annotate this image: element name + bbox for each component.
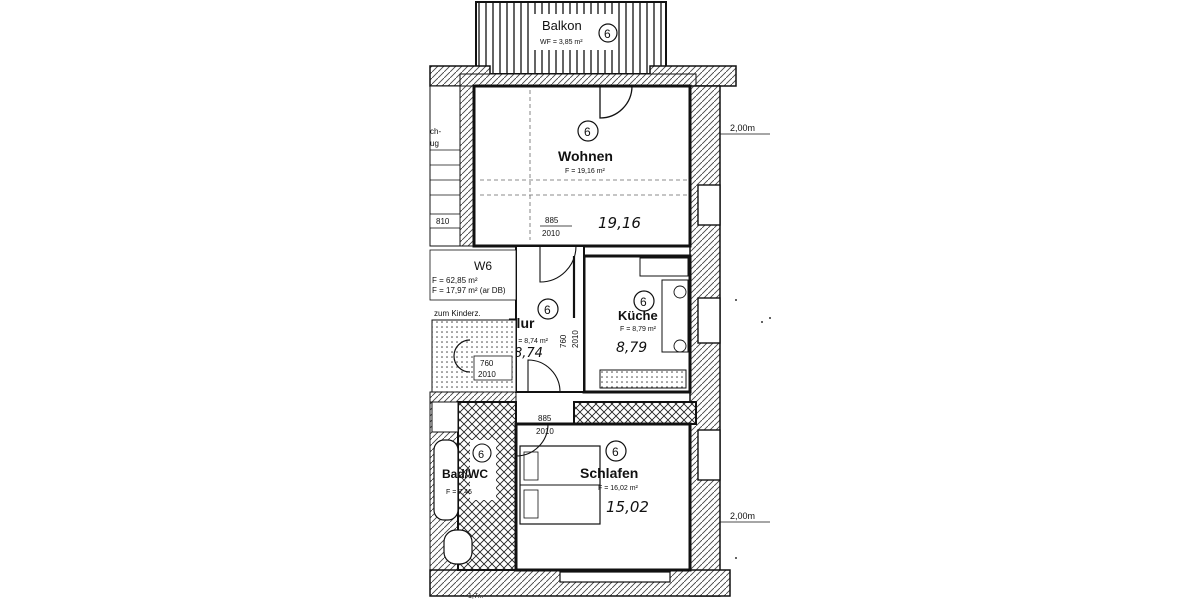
level-markers: 2,00m 2,00m (720, 123, 771, 559)
level-upper: 2,00m (730, 123, 755, 133)
door-flur-top (539, 245, 577, 283)
kueche-number: 6 (640, 295, 647, 309)
kueche-door-width: 760 (559, 334, 568, 348)
wohnen-area: F = 19,16 m² (565, 168, 606, 175)
stair-text-2: ug (430, 139, 439, 148)
wohnen-number: 6 (584, 125, 591, 139)
room-schlafen: 885 2010 6 Schlafen F = 16,02 m² 15,02 (514, 414, 692, 572)
bottom-cut-label: ~ 1,7... (462, 593, 484, 600)
door-schlafen (515, 423, 549, 457)
schlafen-area: F = 16,02 m² (598, 485, 639, 492)
window-kueche (697, 297, 721, 344)
room-flur: 6 Flur F = 8,74 m² 8,74 760 2010 2010 (501, 245, 585, 393)
stair-door-width: 760 (480, 359, 494, 368)
stair-area: 810 ch- ug W6 F = 62,85 m² F = 17,97 m² … (429, 85, 517, 393)
door-balcony (599, 85, 633, 119)
kueche-counter (661, 279, 689, 353)
balcony-area: WF = 3,85 m² (540, 39, 583, 46)
kueche-handwritten-area: 8,79 (616, 340, 647, 356)
kueche-area: F = 8,79 m² (620, 326, 657, 333)
kueche-name: Küche (618, 308, 658, 323)
room-wohnen: 6 Wohnen F = 19,16 m² 19,16 885 2010 (472, 84, 692, 248)
kueche-cabinet-top (639, 257, 689, 277)
wohnen-handwritten-area: 19,16 (598, 214, 641, 232)
schlafen-door-width: 885 (538, 414, 552, 423)
schlafen-number-circle (605, 440, 627, 462)
stair-text-1: ch- (430, 127, 441, 136)
schlafen-name: Schlafen (580, 465, 638, 481)
schlafen-handwritten-area: 15,02 (606, 498, 649, 516)
w6-area-1: F = 62,85 m² (432, 276, 478, 285)
window-schlafen (697, 429, 721, 481)
wardrobe-row (573, 401, 697, 425)
kueche-number-circle (633, 290, 655, 312)
bad-number-circle (472, 443, 492, 463)
schlafen-door-height: 2010 (536, 427, 554, 436)
room-bad: 6 Bad/WC F = 7,46 (431, 401, 517, 571)
window-schlafen-bottom (559, 571, 671, 583)
flur-number: 6 (544, 303, 551, 317)
door-flur-bottom (527, 359, 561, 393)
room-kueche: 6 Küche F = 8,79 m² 8,79 (582, 254, 692, 394)
stair-dim: 810 (436, 217, 450, 226)
bad-toilet (443, 529, 473, 565)
bad-number: 6 (478, 449, 484, 461)
bad-area: F = 7,46 (446, 489, 472, 496)
wohnen-door-height: 2010 (542, 229, 560, 238)
level-lower: 2,00m (730, 511, 755, 521)
window-wohnen (697, 184, 721, 226)
flur-number-circle (537, 298, 559, 320)
balcony-name: Balkon (542, 18, 582, 33)
wohnen-door-width: 885 (545, 216, 559, 225)
bad-bathtub (433, 439, 459, 521)
flur-area: F = 8,74 m² (512, 338, 549, 345)
kueche-stove-row (599, 369, 687, 389)
windows (559, 184, 721, 583)
balcony-number-circle (598, 23, 618, 43)
flur-handwritten-area: 8,74 (514, 346, 543, 361)
stair-door-height: 2010 (478, 370, 496, 379)
bad-name: Bad/WC (442, 467, 488, 481)
wohnen-number-circle (577, 120, 599, 142)
w6-area-2: F = 17,97 m² (ar DB) (432, 286, 506, 295)
balcony-number: 6 (604, 27, 611, 41)
balcony: Balkon 6 WF = 3,85 m² (475, 1, 667, 75)
wohnen-name: Wohnen (558, 148, 613, 164)
w6-label: W6 (474, 259, 492, 273)
bad-shower (431, 401, 459, 433)
kueche-door-height: 2010 (571, 330, 580, 348)
schlafen-number: 6 (612, 445, 619, 459)
kinderz-label: zum Kinderz. (434, 309, 481, 318)
